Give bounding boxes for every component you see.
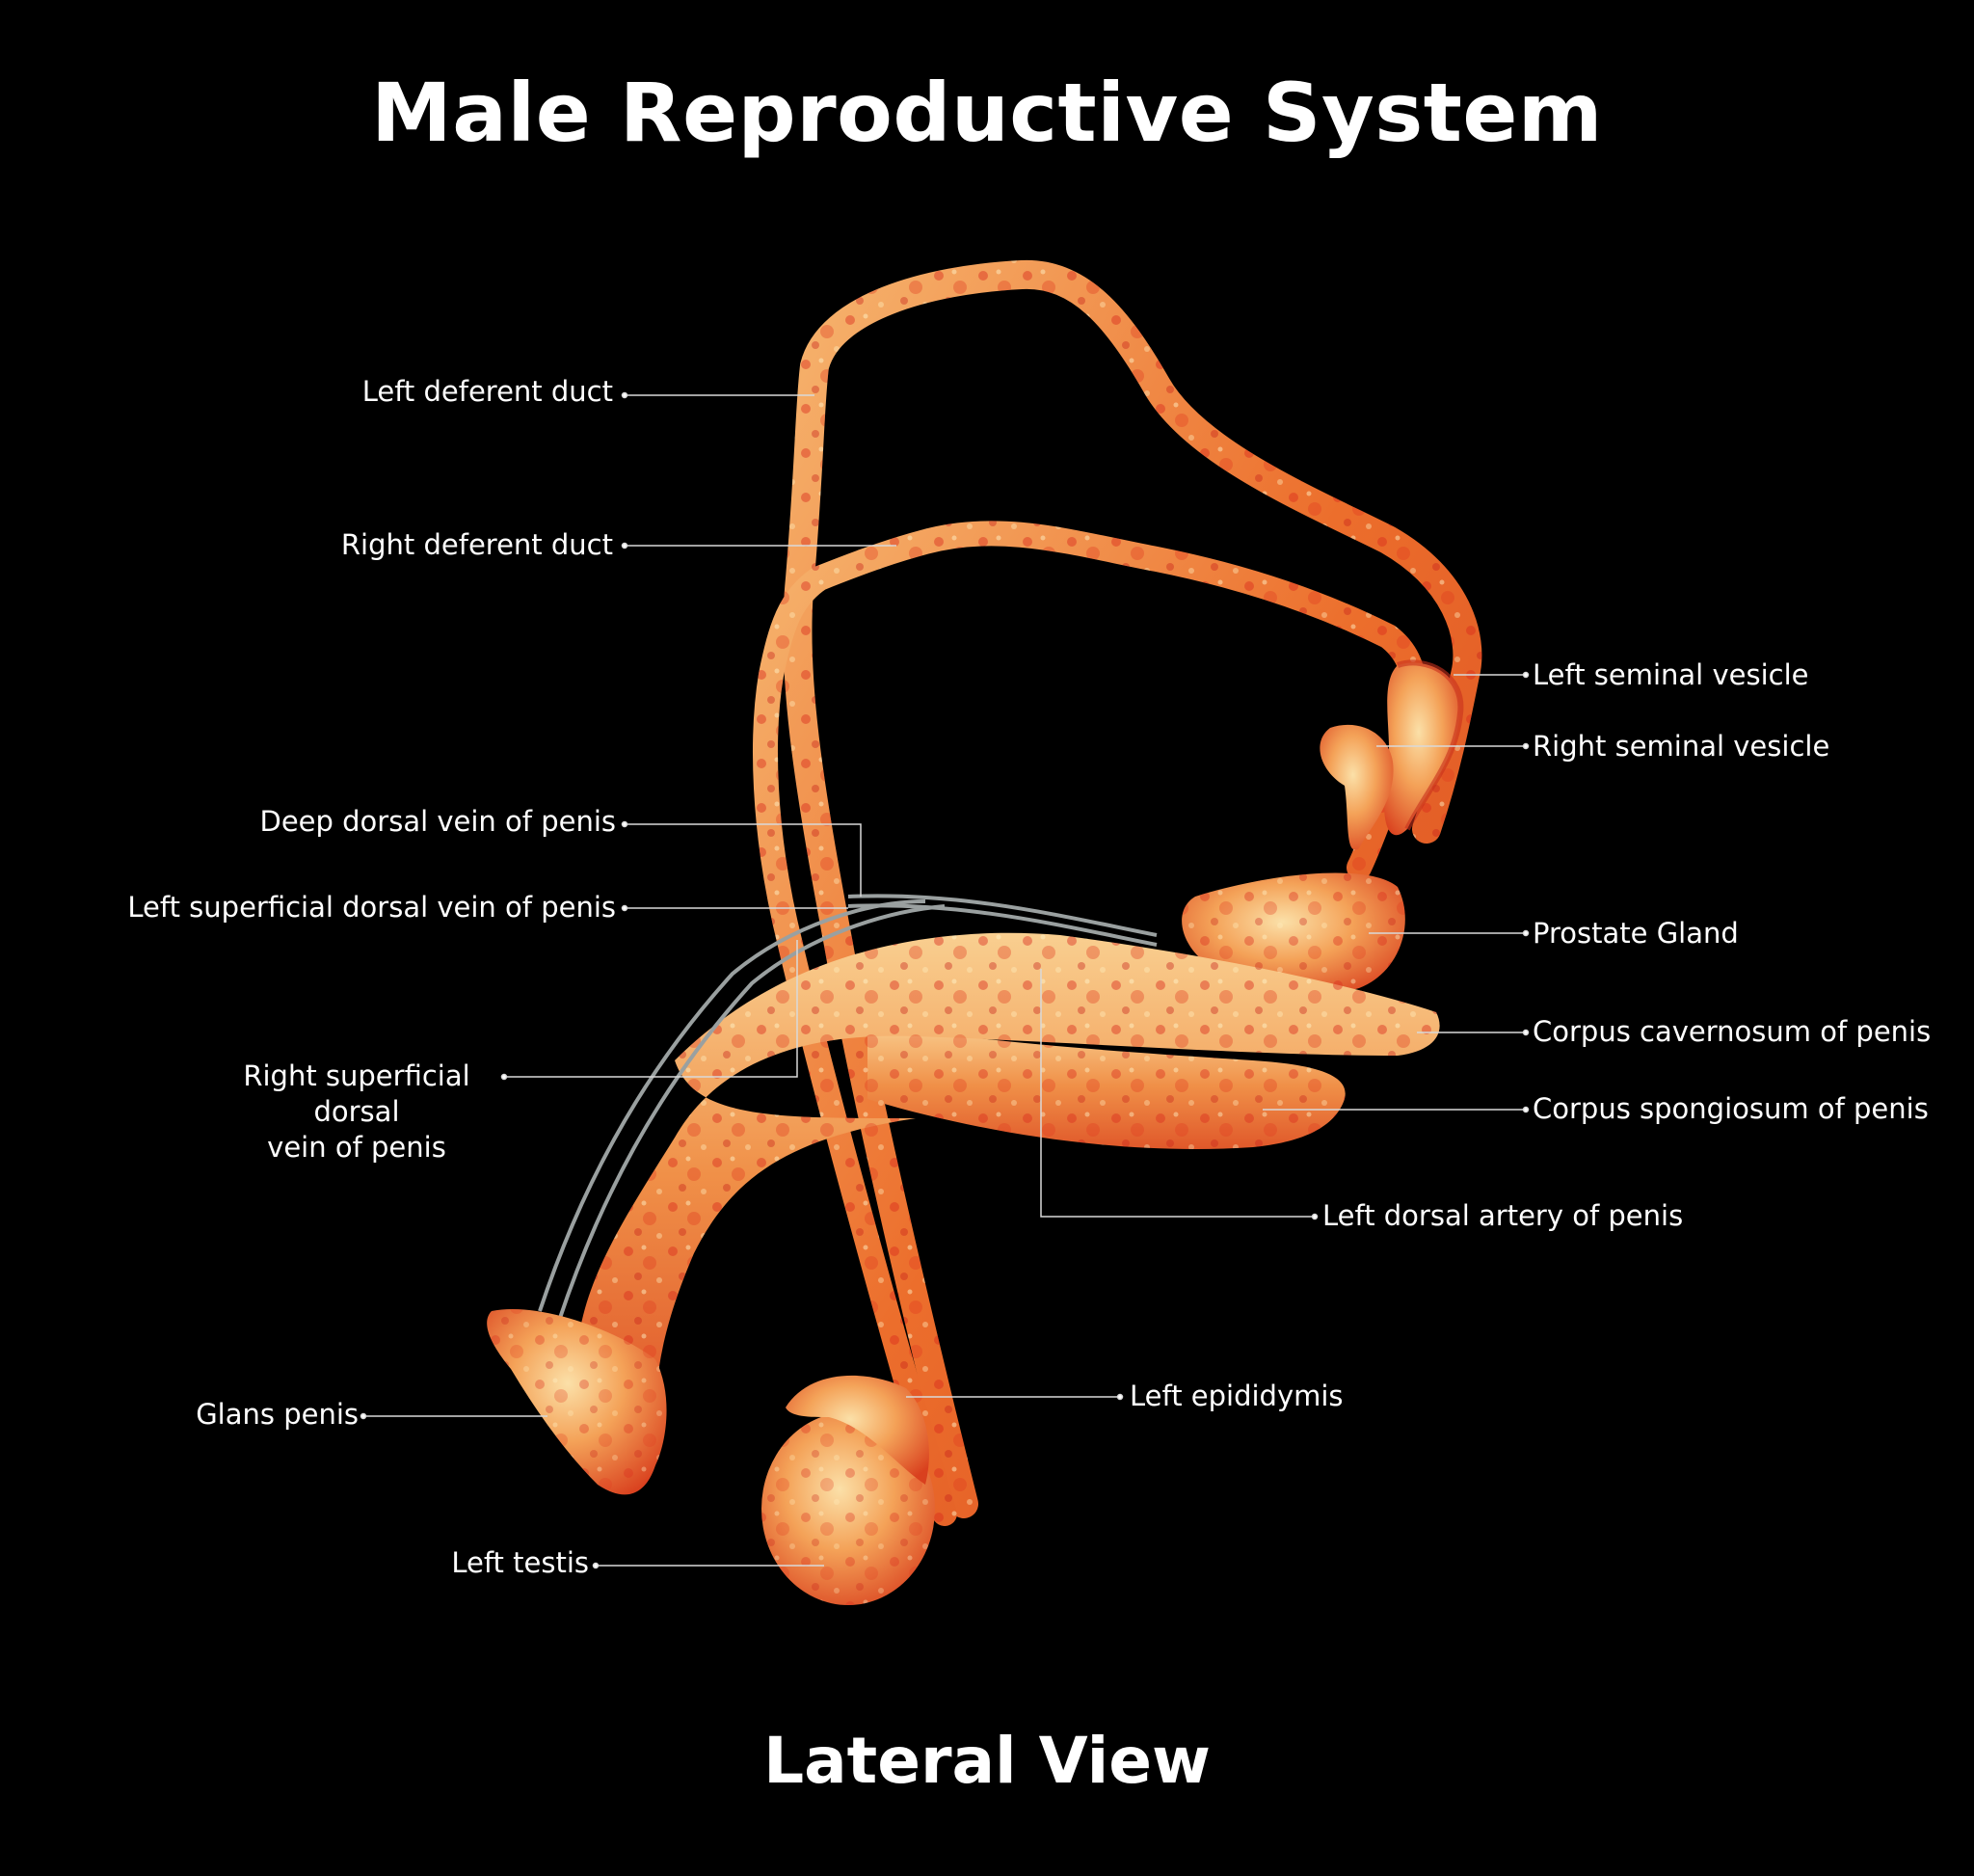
label-right-superficial-dorsal-vein: Right superficial dorsal vein of penis (198, 1059, 516, 1166)
left-testis-shape (761, 1412, 935, 1605)
label-right-superficial-dorsal-vein-line1: Right superficial dorsal (243, 1059, 470, 1128)
left-epididymis-shape (786, 1375, 929, 1485)
seminal-vesicles-shape (1320, 659, 1464, 850)
glans-penis-shape (487, 1309, 667, 1495)
penis-shaft-shape (569, 932, 1440, 1417)
label-right-superficial-dorsal-vein-line2: vein of penis (267, 1131, 446, 1164)
label-deep-dorsal-vein: Deep dorsal vein of penis (259, 805, 617, 838)
label-left-superficial-dorsal-vein: Left superficial dorsal vein of penis (127, 891, 616, 924)
label-left-deferent-duct: Left deferent duct (361, 375, 613, 408)
label-prostate-gland: Prostate Gland (1533, 917, 1739, 950)
label-corpus-spongiosum: Corpus spongiosum of penis (1533, 1092, 1929, 1125)
label-corpus-cavernosum: Corpus cavernosum of penis (1533, 1015, 1932, 1048)
label-glans-penis: Glans penis (196, 1398, 359, 1431)
page-title: Male Reproductive System (371, 66, 1603, 160)
corpus-spongiosum-shape (867, 1022, 1346, 1149)
label-right-seminal-vesicle: Right seminal vesicle (1533, 730, 1830, 763)
label-left-dorsal-artery: Left dorsal artery of penis (1322, 1199, 1684, 1232)
label-left-epididymis: Left epididymis (1130, 1380, 1344, 1412)
left-deferent-duct-shape (783, 259, 1482, 1518)
view-subtitle: Lateral View (763, 1724, 1211, 1798)
dorsal-veins-shape (538, 894, 1158, 1322)
label-left-seminal-vesicle: Left seminal vesicle (1533, 658, 1809, 691)
leader-lines (360, 391, 1530, 1569)
label-left-testis: Left testis (451, 1546, 589, 1579)
label-right-deferent-duct: Right deferent duct (340, 528, 613, 561)
